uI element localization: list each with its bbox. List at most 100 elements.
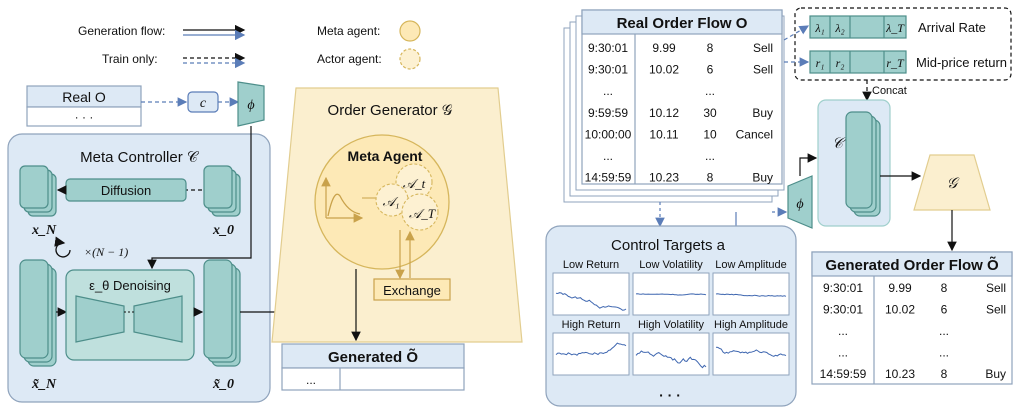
real-flow-cell: Sell [753, 41, 773, 55]
control-panel-label: Low Return [563, 259, 619, 271]
real-flow-cell: ... [705, 149, 715, 163]
real-flow-cell: 30 [703, 106, 717, 120]
generated-flow-cell: ... [939, 346, 949, 360]
phi-to-denoising-arrow [147, 126, 252, 270]
generated-small-title: Generated Õ [328, 348, 418, 366]
real-flow-cell: 10.23 [649, 171, 679, 185]
control-panel-chart [632, 332, 710, 376]
actor-agent-T-label: 𝒜_T [409, 206, 436, 221]
concat-label: Concat [872, 85, 907, 97]
control-panel-chart [712, 332, 790, 376]
control-panel-series [555, 342, 627, 356]
lambda-cell-1: λ₂ [834, 21, 844, 35]
actor-agent-t-label: 𝒜_t [403, 176, 426, 191]
legend-actor-agent: Actor agent: [317, 52, 382, 66]
mid-price-return-label: Mid-price return [916, 55, 1007, 70]
x-tilde-0-label: x̃_0 [212, 377, 234, 392]
phi-symbol-left: ϕ [247, 98, 254, 113]
x-tilde-n-label: x̃_N [31, 377, 57, 392]
real-flow-cell: 9.99 [652, 41, 676, 55]
real-flow-cell: ... [603, 84, 613, 98]
x-0-label: x_0 [212, 223, 234, 238]
control-panel-label: High Amplitude [714, 319, 788, 331]
real-flow-cell: 14:59:59 [585, 171, 632, 185]
arrival-rate-label: Arrival Rate [918, 20, 986, 35]
generated-flow-cell: 9.99 [888, 281, 912, 295]
x-tilde-n-stack [19, 259, 57, 367]
real-flow-cell: 9:30:01 [588, 63, 628, 77]
meta-controller-title: Meta Controller 𝒞 [80, 149, 200, 166]
real-flow-cell: 10.12 [649, 106, 679, 120]
real-flow-cell: 6 [707, 63, 714, 77]
generated-flow-cell: 8 [941, 281, 948, 295]
denoising-decoder-shape [133, 295, 183, 343]
denoising-label: ε_θ Denoising [89, 278, 171, 293]
control-panel-series [715, 293, 787, 297]
flow-to-arrival-arrow [783, 25, 810, 41]
meta-agent-label: Meta Agent [348, 148, 423, 164]
legend-train-only: Train only: [102, 52, 158, 66]
actor-agent-T-circle [401, 193, 439, 231]
real-flow-cell: ... [705, 84, 715, 98]
r-cell-1: r₂ [836, 56, 845, 70]
x-0-stack [203, 165, 241, 217]
real-flow-cell: 10:00:00 [585, 127, 632, 141]
loop-label: ×(N − 1) [84, 245, 128, 259]
real-flow-cell: 10 [703, 127, 717, 141]
phi-to-c-arrow [799, 153, 818, 176]
control-panel-label: Low Amplitude [715, 259, 787, 271]
distribution-curve-icon [321, 176, 364, 223]
generated-flow-cell: 14:59:59 [820, 367, 867, 381]
real-flow-cell: 10.11 [649, 127, 678, 141]
generated-small-body [281, 367, 465, 391]
real-o-table: Real O · · · [26, 85, 142, 127]
legend-actor-agent-circle [399, 48, 421, 70]
generated-flow-cell: 9:30:01 [823, 303, 863, 317]
real-flow-cell: ... [603, 149, 613, 163]
real-flow-cell: 9:30:01 [588, 41, 628, 55]
rates-dashed-box [794, 7, 1012, 81]
denoising-encoder-shape [75, 295, 125, 343]
real-flow-cell: Cancel [736, 127, 773, 141]
control-targets-title: Control Targets a [611, 237, 726, 254]
loop-icon [54, 236, 71, 258]
generated-flow-cell: Sell [986, 303, 1006, 317]
r-cell-0: r₁ [816, 56, 825, 70]
generated-flow-cell: 10.02 [885, 303, 915, 317]
control-panel-series [555, 292, 627, 311]
generated-flow-cell: 9:30:01 [823, 281, 863, 295]
right-g-symbol: 𝒢 [947, 176, 960, 192]
x-n-label: x_N [31, 223, 57, 238]
mid-price-return-row: r₁ r₂ r_T [809, 50, 907, 74]
real-flow-cell: 8 [707, 41, 714, 55]
lambda-cell-0: λ₁ [814, 21, 824, 35]
real-flow-cell: Buy [752, 106, 773, 120]
order-generator-title: Order Generator 𝒢 [328, 102, 453, 119]
control-panel-label: Low Volatility [639, 259, 703, 271]
generated-flow-title: Generated Order Flow Õ [825, 256, 999, 274]
right-generator-trapezoid [913, 154, 991, 211]
exchange-box [373, 278, 451, 301]
real-flow-cell: 10.02 [649, 63, 679, 77]
generated-flow-cell: 10.23 [885, 367, 915, 381]
generated-small-cell-0: ... [306, 373, 316, 387]
real-flow-title: Real Order Flow O [617, 15, 748, 32]
generated-flow-cell: ... [838, 346, 848, 360]
control-panel-series [715, 346, 787, 357]
right-c-stack [845, 111, 881, 217]
generated-flow-cell: 8 [941, 367, 948, 381]
phi-encoder-right [787, 175, 813, 229]
r-cell-2: r_T [886, 56, 905, 70]
control-panel-label: High Volatility [638, 319, 705, 331]
exchange-label: Exchange [383, 283, 441, 298]
real-flow-cell: Sell [753, 63, 773, 77]
generated-flow-cell: 6 [941, 303, 948, 317]
diffusion-label: Diffusion [101, 183, 151, 198]
lambda-cell-2: λ_T [885, 21, 905, 35]
c-symbol: c [200, 96, 207, 111]
